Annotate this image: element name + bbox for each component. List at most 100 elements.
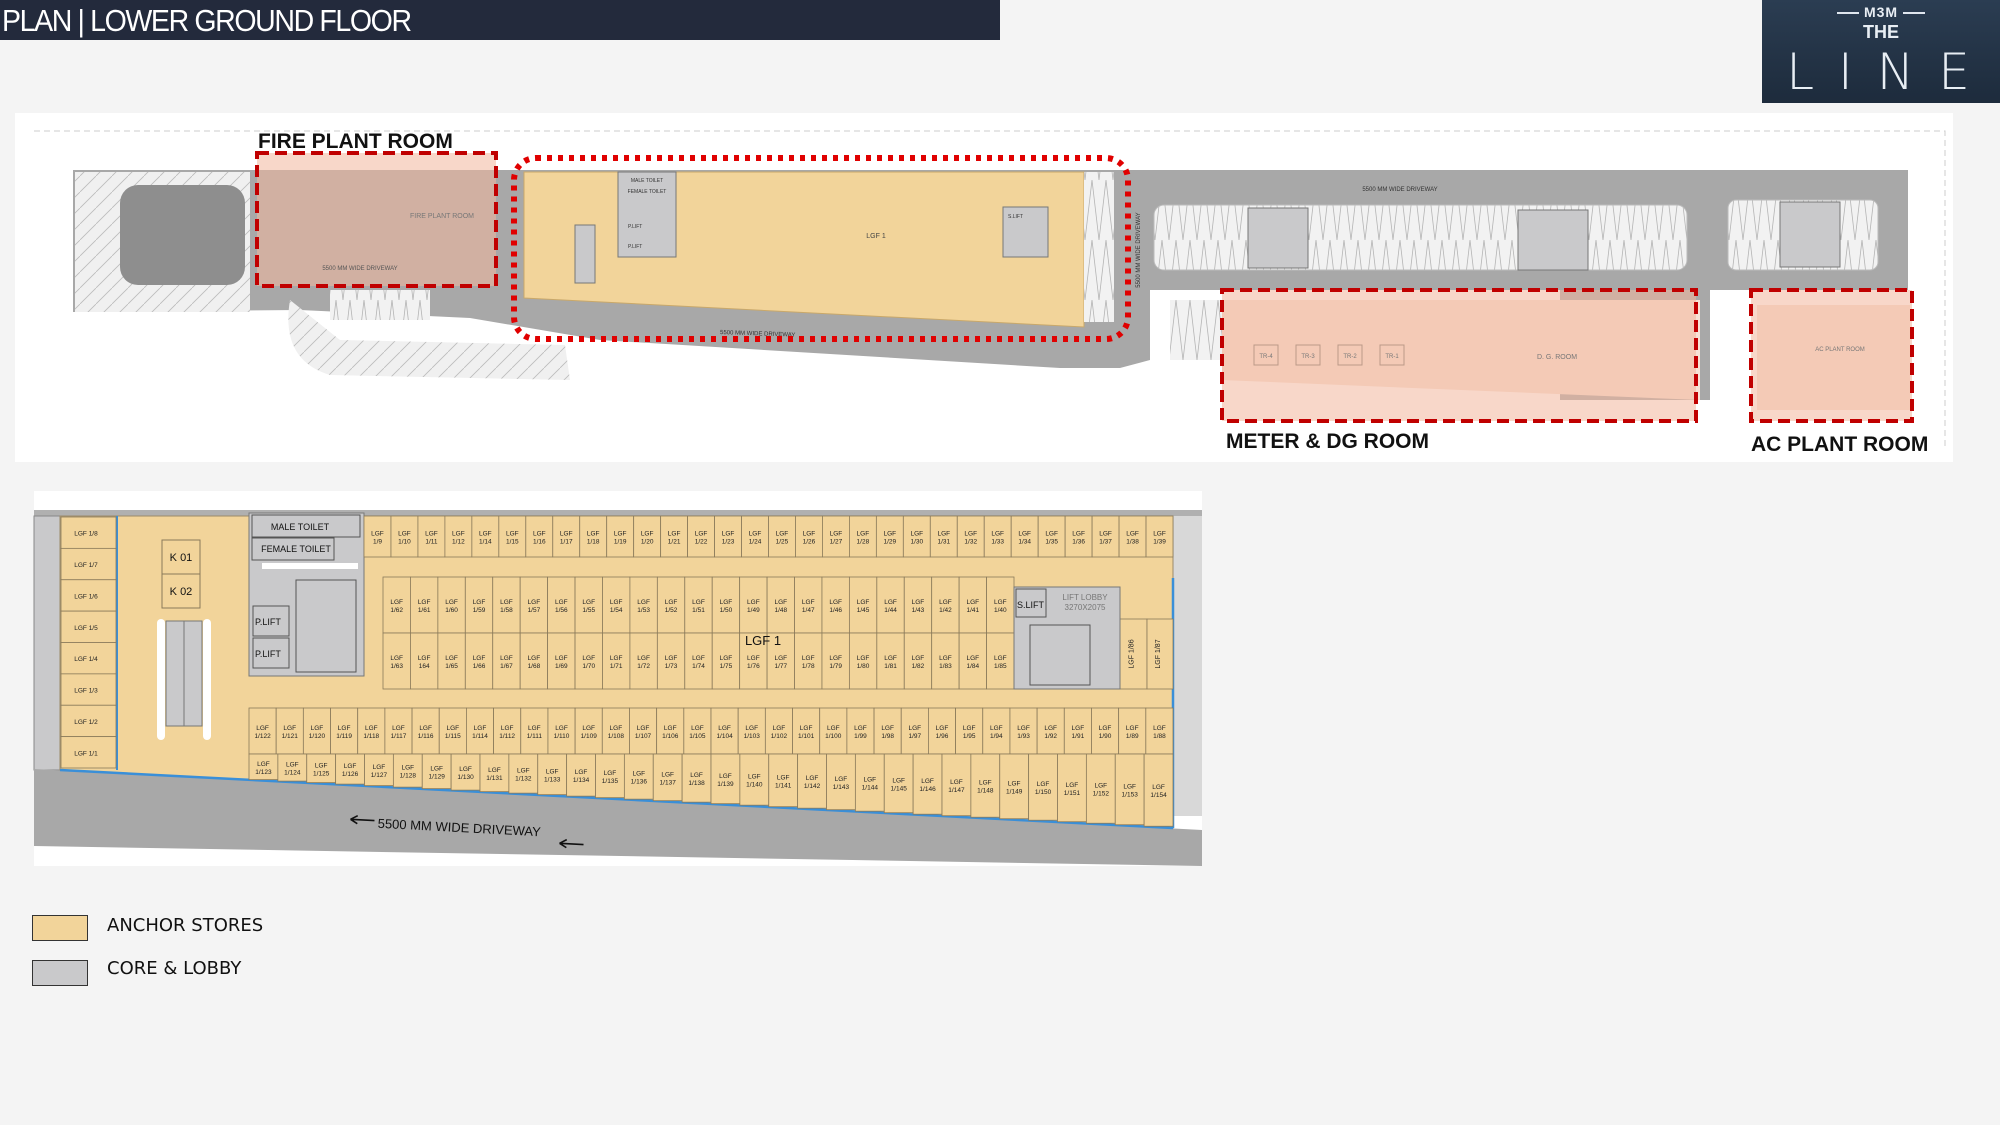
unit-label: 1/56: [555, 607, 568, 614]
retail-unit: [970, 753, 1001, 818]
unit-label: LGF: [546, 768, 559, 775]
unit-label: 1/134: [573, 777, 590, 784]
meter-dg-zone[interactable]: [1220, 288, 1698, 423]
escalator: [574, 224, 596, 284]
retail-unit: [846, 707, 875, 755]
legend-label-core: CORE & LOBBY: [107, 958, 242, 979]
unit-label: 1/21: [668, 539, 681, 546]
unit-label: LGF: [773, 725, 786, 732]
unit-label: LGF: [835, 776, 848, 783]
unit-label: LGF: [311, 725, 324, 732]
unit-label: 1/19: [614, 539, 627, 546]
unit-label: LGF: [474, 725, 487, 732]
passenger-lift: [252, 605, 290, 637]
unit-label: 1/84: [967, 663, 980, 670]
unit-label: LGF: [718, 725, 731, 732]
unit-label: 1/39: [1153, 539, 1166, 546]
unit-label: 1/63: [390, 663, 403, 670]
unit-label: 1/67: [500, 663, 513, 670]
unit-label: 1/107: [635, 733, 652, 740]
retail-unit: [464, 576, 494, 634]
unit-label: LGF: [668, 531, 681, 538]
transformer: [1295, 344, 1321, 366]
fire-plant-zone[interactable]: [255, 151, 498, 288]
staircase: [295, 579, 357, 673]
retail-unit: [633, 515, 662, 558]
unit-label: LGF: [479, 531, 492, 538]
retail-unit: [764, 707, 793, 755]
unit-label: LGF: [344, 763, 357, 770]
retail-unit: [1145, 515, 1174, 558]
unit-label: LGF: [632, 771, 645, 778]
unit-label: 1/148: [977, 788, 994, 795]
unit-label: LGF: [963, 725, 976, 732]
unit-label: LGF 1/2: [74, 719, 98, 726]
unit-label: 1/111: [527, 733, 543, 740]
retail-unit: [595, 753, 625, 799]
retail-unit: [602, 576, 631, 634]
unit-label: 1/90: [1099, 733, 1112, 740]
unit-label: LGF: [749, 531, 762, 538]
retail-unit: [684, 576, 713, 634]
retail-unit: [382, 576, 411, 634]
retail-unit: [875, 515, 904, 558]
unit-label: LGF: [637, 599, 650, 606]
site-boundary: [34, 130, 1946, 450]
unit-label: 1/93: [1017, 733, 1030, 740]
unit-label: LGF: [802, 599, 815, 606]
top-wall: [34, 510, 1202, 516]
retail-unit: [741, 515, 769, 558]
slift-label: S.LIFT: [1008, 214, 1023, 220]
plift-label: P.LIFT: [255, 617, 281, 627]
unit-label: 1/130: [457, 774, 474, 781]
shaft: [262, 563, 358, 569]
retail-unit: [958, 632, 987, 690]
unit-label: LGF: [748, 774, 761, 781]
unit-label: LGF: [604, 770, 617, 777]
retail-unit: [848, 632, 878, 690]
plift-label: P.LIFT: [255, 649, 281, 659]
unit-label: LGF: [747, 599, 760, 606]
parking-bays: [330, 290, 430, 320]
passenger-lift: [252, 637, 290, 669]
retail-unit: [552, 515, 581, 558]
unit-label: 1/71: [610, 663, 623, 670]
unit-label: 1/151: [1064, 790, 1081, 797]
unit-label: 1/117: [391, 733, 407, 740]
unit-label: 1/74: [692, 663, 705, 670]
core-right: [1002, 206, 1049, 258]
unit-label: LGF: [560, 531, 573, 538]
unit-label: 1/80: [857, 663, 870, 670]
retail-unit: [739, 632, 768, 690]
unit-label: 1/136: [631, 779, 648, 786]
unit-label: LGF: [446, 725, 459, 732]
retail-unit: [60, 736, 117, 769]
unit-label: LGF: [555, 599, 568, 606]
unit-label: 1/123: [255, 769, 272, 776]
unit-label: 1/127: [371, 772, 388, 779]
unit-label: LGF: [445, 599, 458, 606]
retail-unit: [566, 753, 596, 797]
unit-label: LGF: [774, 655, 787, 662]
unit-label: 1/85: [994, 663, 1007, 670]
retail-unit: [60, 673, 117, 706]
unit-label: 1/96: [936, 733, 949, 740]
driveway-label: 5500 MM WIDE DRIVEWAY: [322, 266, 397, 272]
unit-label: LGF: [528, 599, 541, 606]
unit-label: 1/102: [771, 733, 788, 740]
unit-label: LGF: [720, 599, 733, 606]
ac-plant-zone[interactable]: [1749, 288, 1914, 423]
retail-unit: [876, 576, 905, 634]
retail-unit: [60, 547, 117, 581]
retail-unit: [525, 515, 554, 558]
retail-unit: [768, 753, 799, 808]
unit-label: 1/98: [881, 733, 894, 740]
unit-label: LGF: [610, 725, 623, 732]
lgf1-zone[interactable]: [511, 155, 1131, 342]
unit-label: 1/40: [994, 607, 1007, 614]
unit-label: LGF: [500, 655, 513, 662]
lift-lobby-size: 3270X2075: [1065, 603, 1106, 612]
unit-label: 1/154: [1150, 792, 1167, 799]
unit-label: LGF: [419, 725, 432, 732]
